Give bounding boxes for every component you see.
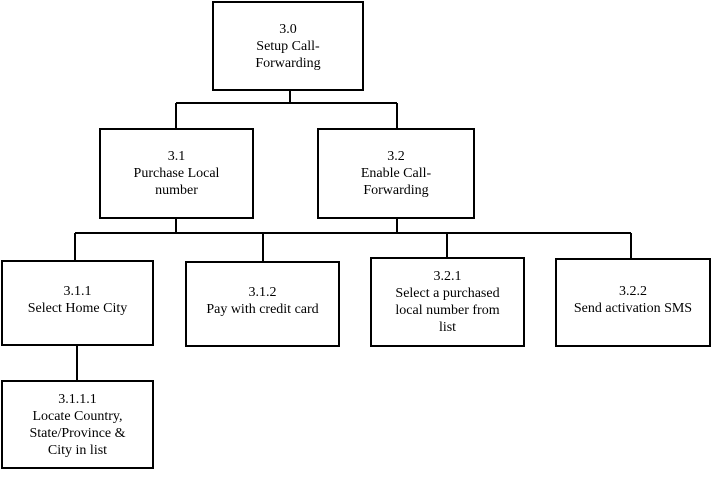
- node-label: 3.2 Enable Call- Forwarding: [360, 149, 432, 198]
- node-locate-country-state-city: 3.1.1.1 Locate Country, State/Province &…: [1, 380, 154, 469]
- node-enable-call-forwarding: 3.2 Enable Call- Forwarding: [317, 128, 475, 219]
- node-send-activation-sms: 3.2.2 Send activation SMS: [555, 258, 711, 347]
- node-label: 3.2.1 Select a purchased local number fr…: [395, 269, 500, 335]
- node-setup-call-forwarding: 3.0 Setup Call- Forwarding: [212, 1, 364, 91]
- node-label: 3.2.2 Send activation SMS: [573, 283, 693, 316]
- node-pay-with-credit-card: 3.1.2 Pay with credit card: [185, 261, 340, 347]
- node-purchase-local-number: 3.1 Purchase Local number: [99, 128, 254, 219]
- node-label: 3.1.2 Pay with credit card: [206, 285, 319, 317]
- node-label: 3.1.1.1 Locate Country, State/Province &…: [29, 391, 126, 458]
- node-label: 3.1 Purchase Local number: [133, 149, 220, 198]
- node-select-home-city: 3.1.1 Select Home City: [1, 260, 154, 346]
- node-label: 3.0 Setup Call- Forwarding: [255, 21, 321, 71]
- node-select-purchased-number: 3.2.1 Select a purchased local number fr…: [370, 257, 525, 347]
- node-label: 3.1.1 Select Home City: [27, 284, 128, 316]
